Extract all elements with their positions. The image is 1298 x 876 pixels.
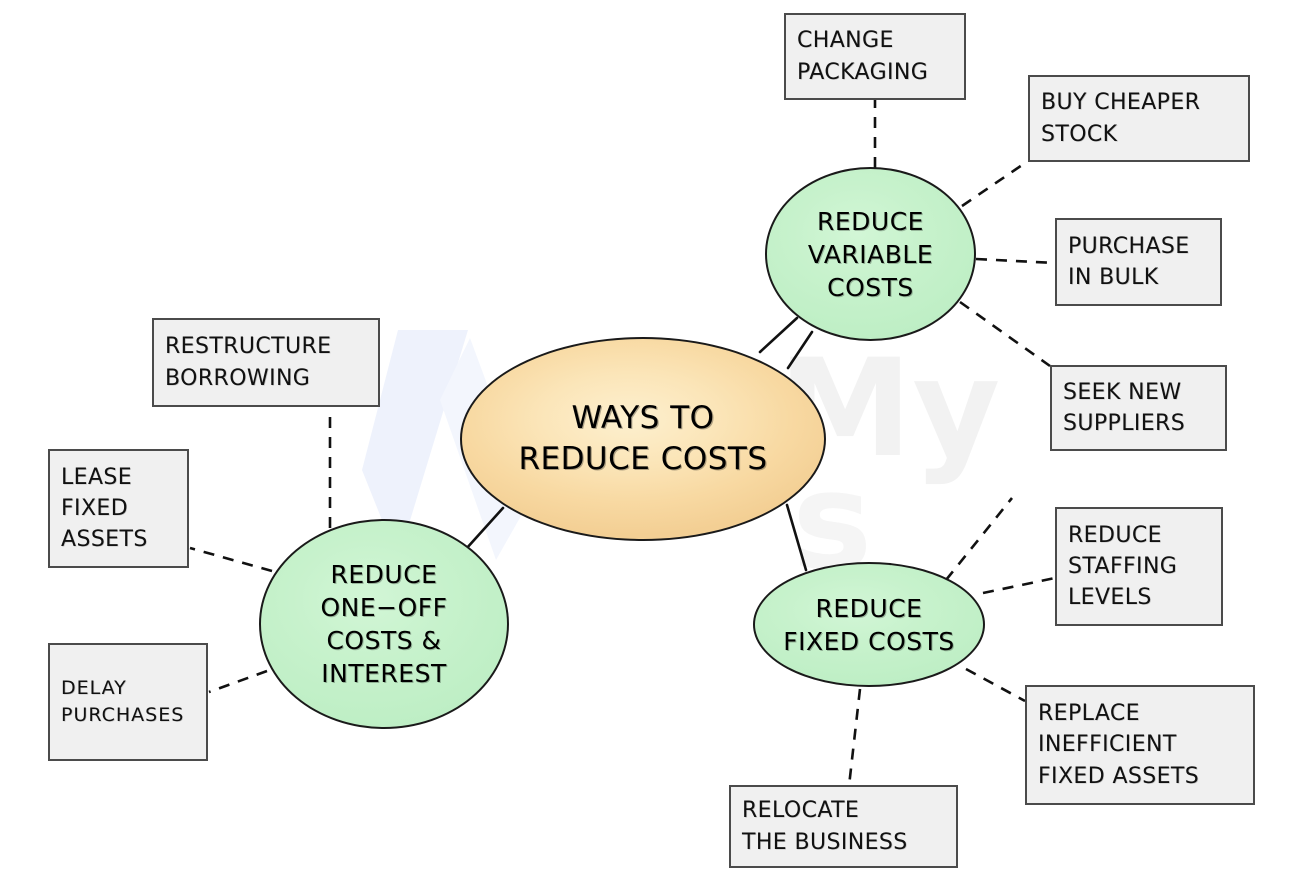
central-node[interactable]: WAYS TO REDUCE COSTS	[460, 337, 826, 541]
branch-node-variable[interactable]: REDUCE VARIABLE COSTS	[765, 167, 976, 341]
leaf-buy-cheaper-stock[interactable]: BUY CHEAPER STOCK	[1028, 75, 1250, 162]
branch-node-fixed[interactable]: REDUCE FIXED COSTS	[753, 562, 985, 687]
leaf-purchase-in-bulk[interactable]: PURCHASE IN BULK	[1055, 218, 1222, 306]
leaf-lease-fixed-assets[interactable]: LEASE FIXED ASSETS	[48, 449, 189, 568]
leaf-restructure-borrowing[interactable]: RESTRUCTURE BORROWING	[152, 318, 380, 407]
branch-node-oneoff[interactable]: REDUCE ONE−OFF COSTS & INTEREST	[259, 519, 509, 729]
leaf-reduce-staffing-levels[interactable]: REDUCE STAFFING LEVELS	[1055, 507, 1223, 626]
leaf-change-packaging[interactable]: CHANGE PACKAGING	[784, 13, 966, 100]
leaf-delay-purchases[interactable]: DELAY PURCHASES	[48, 643, 208, 761]
leaf-relocate-the-business[interactable]: RELOCATE THE BUSINESS	[729, 785, 958, 868]
leaf-replace-inefficient-fixed-assets[interactable]: REPLACE INEFFICIENT FIXED ASSETS	[1025, 685, 1255, 805]
leaf-seek-new-suppliers[interactable]: SEEK NEW SUPPLIERS	[1050, 365, 1227, 451]
